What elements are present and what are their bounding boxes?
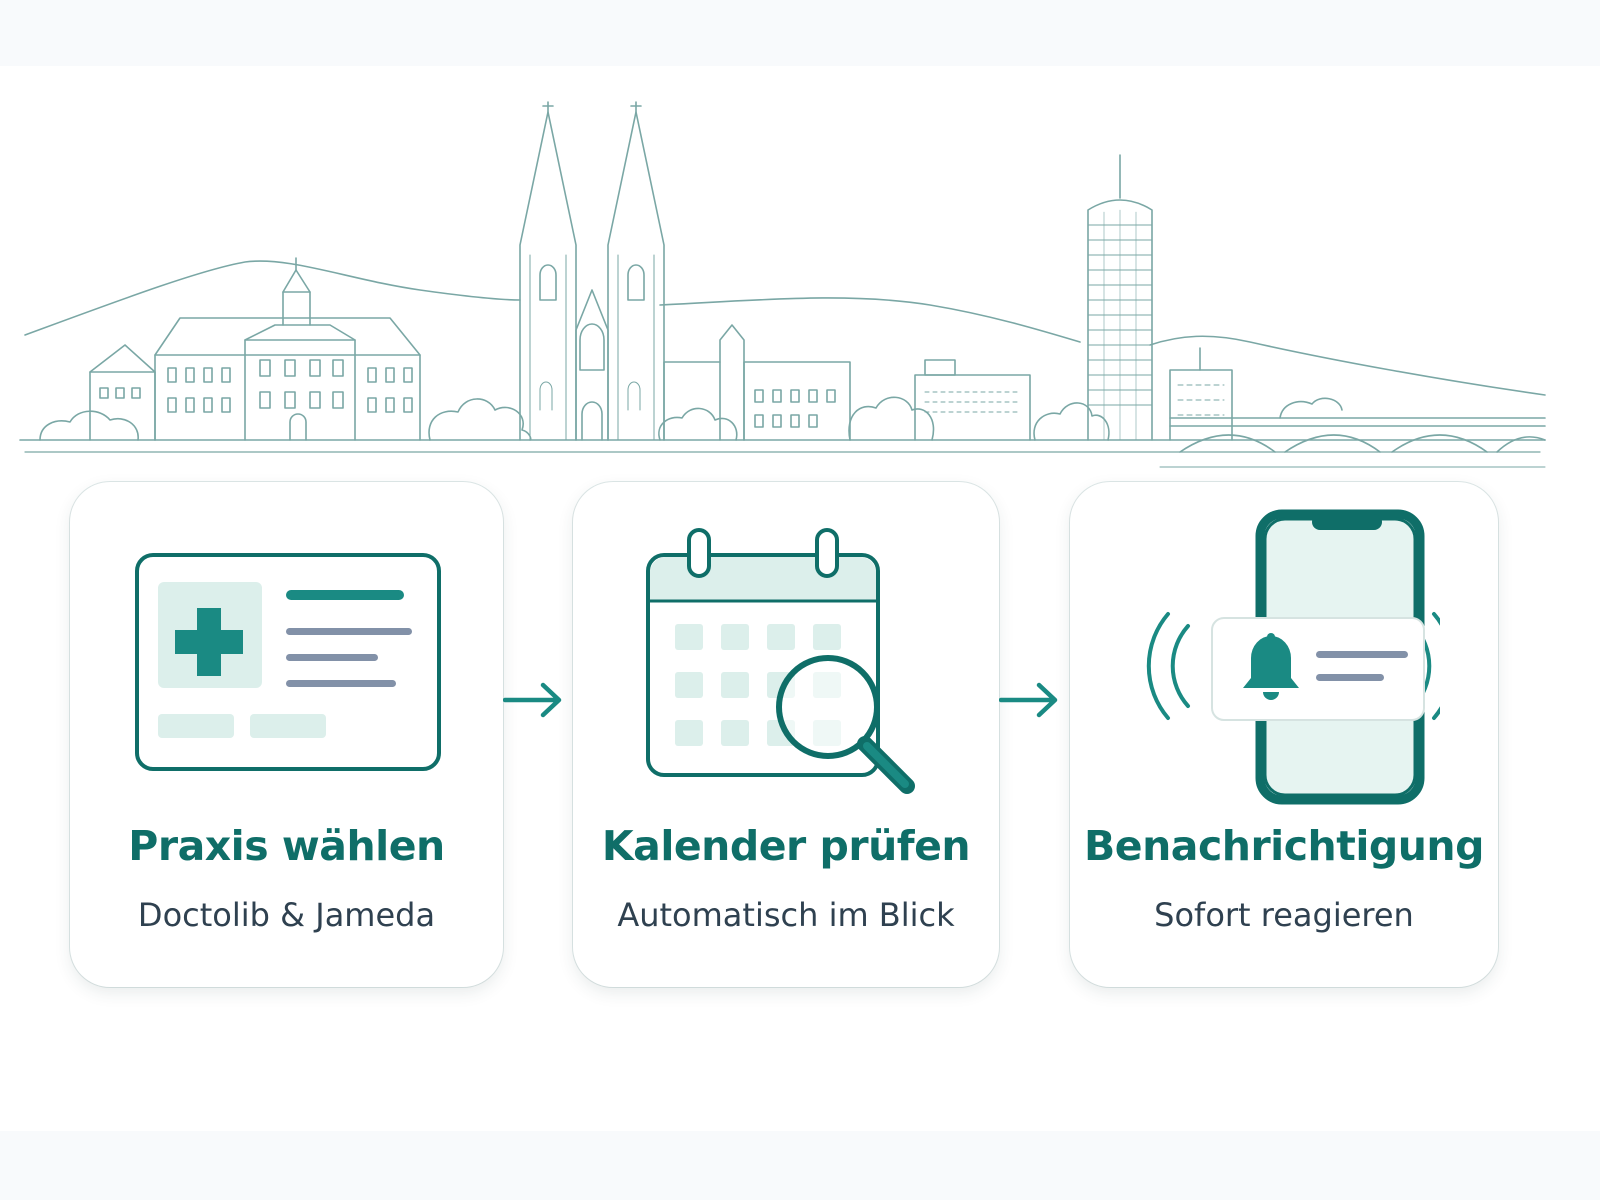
arrow-right-icon <box>999 682 1058 718</box>
step-subtitle: Sofort reagieren <box>1154 896 1414 934</box>
step-card-kalender[interactable]: Kalender prüfen Automatisch im Blick <box>573 482 999 987</box>
step-subtitle: Automatisch im Blick <box>617 896 955 934</box>
step-card-praxis[interactable]: Praxis wählen Doctolib & Jameda <box>70 482 503 987</box>
phone-bell-icon <box>1146 509 1440 805</box>
step-title: Kalender prüfen <box>601 822 971 870</box>
city-skyline-illustration <box>19 101 1546 468</box>
practice-card-icon <box>135 553 441 771</box>
step-card-benachrichtigung[interactable]: Benachrichtigung Sofort reagieren <box>1070 482 1498 987</box>
step-subtitle: Doctolib & Jameda <box>137 896 436 934</box>
step-title: Praxis wählen <box>128 822 445 870</box>
step-title: Benachrichtigung <box>1084 822 1484 870</box>
calendar-search-icon <box>646 528 915 794</box>
arrow-right-icon <box>503 682 562 718</box>
